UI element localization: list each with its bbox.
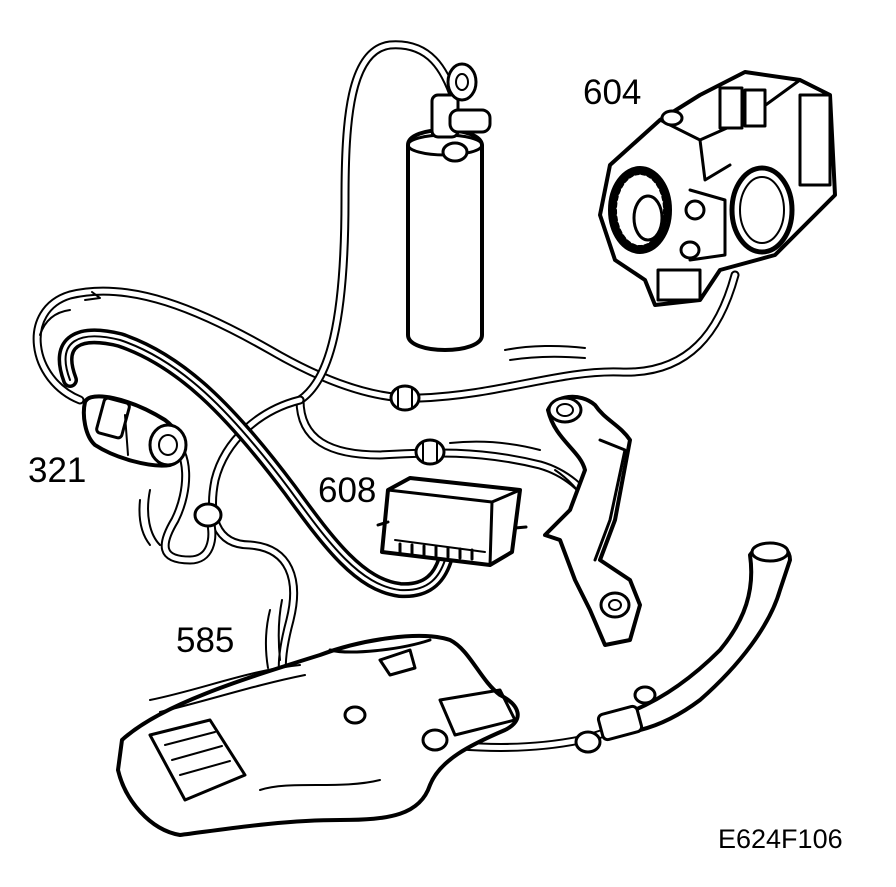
fuel-tank [116,634,520,837]
canister [406,62,492,352]
clamp-upper [389,384,421,412]
label-fuel-tank: 585 [176,621,234,660]
figure-code: E624F106 [718,824,843,854]
throttle-body [598,70,837,307]
breather-tube-core [64,335,446,592]
hose-valve-loop-inner [162,437,215,563]
clamp-middle [414,438,446,466]
control-module [376,476,528,567]
label-throttle-body: 604 [583,73,641,112]
intake-bracket [543,394,642,647]
filler-neck [574,541,792,754]
hose-canister-inner [297,42,458,403]
label-canister-valve: 321 [28,451,86,490]
label-control-module: 608 [318,471,376,510]
canister-purge-valve [81,394,188,468]
hose-upper-loop-inner [34,272,738,403]
hose-clamps [193,384,446,528]
hose-left-drop-inner [210,397,303,693]
clamp-left [193,502,223,528]
